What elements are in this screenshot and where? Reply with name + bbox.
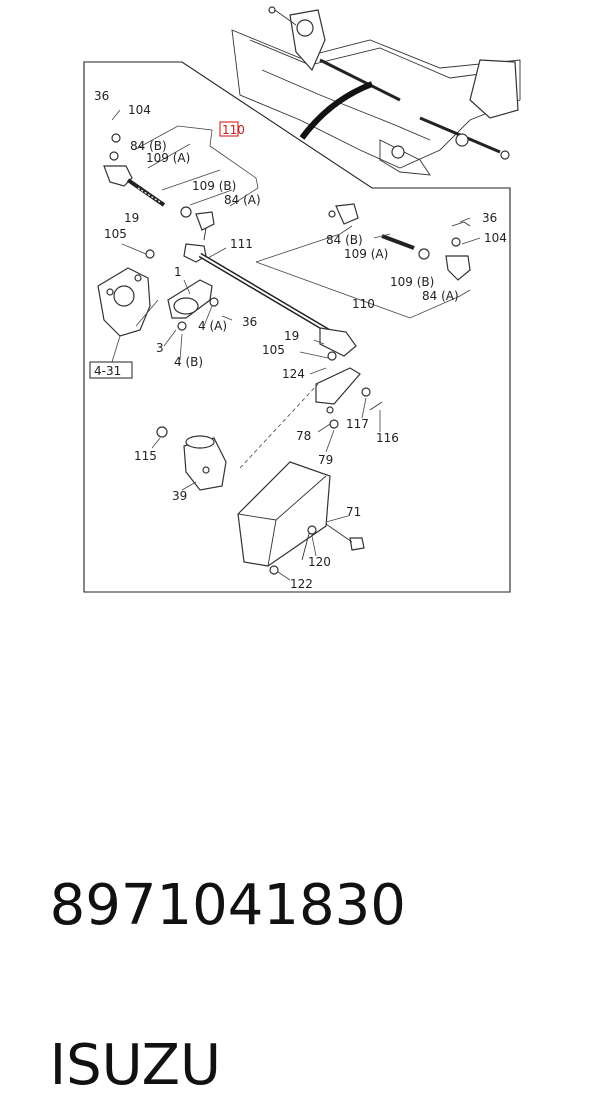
callout-labels: 36 104 84 (B) 109 (A) 110 109 (B) 84 (A)… (94, 89, 507, 591)
callout-36a: 36 (94, 89, 109, 103)
callout-36b: 36 (242, 315, 257, 329)
callout-116: 116 (376, 431, 399, 445)
callout-110-right: 110 (352, 297, 375, 311)
callout-115: 115 (134, 449, 157, 463)
callout-84b-left: 84 (B) (130, 139, 167, 153)
callout-109b-right: 109 (B) (390, 275, 434, 289)
brand-name: ISUZU (49, 1033, 222, 1098)
upper-left-callout-lines (133, 125, 259, 207)
callout-4b: 4 (B) (174, 355, 203, 369)
nut-104-left (111, 133, 121, 143)
relay-rod (239, 327, 383, 469)
callout-105b: 105 (262, 343, 285, 357)
callout-111: 111 (230, 237, 253, 251)
callout-109b-left: 109 (B) (192, 179, 236, 193)
callout-120: 120 (308, 555, 331, 569)
callout-84a-left: 84 (A) (224, 193, 261, 207)
callout-104b: 104 (484, 231, 507, 245)
callout-84b-right: 84 (B) (326, 233, 363, 247)
part-footer: 8971041830 ISUZU (14, 786, 594, 1098)
callout-110-highlight: 110 (222, 123, 245, 137)
tie-rod-right (255, 203, 471, 319)
callout-19b: 19 (284, 329, 299, 343)
callout-36c: 36 (482, 211, 497, 225)
callout-109a-left: 109 (A) (146, 151, 190, 165)
callout-104a: 104 (128, 103, 151, 117)
callout-117: 117 (346, 417, 369, 431)
parts-diagram: 36 104 84 (B) 109 (A) 110 109 (B) 84 (A)… (83, 6, 521, 593)
vehicle-chassis-sketch (231, 6, 521, 176)
tie-rod-left (103, 109, 215, 241)
reference-box-label: 4-31 (94, 364, 121, 378)
callout-122: 122 (290, 577, 313, 591)
callout-105a: 105 (104, 227, 127, 241)
callout-124: 124 (282, 367, 305, 381)
frame-member (237, 461, 365, 575)
callout-3: 3 (156, 341, 164, 355)
callout-71: 71 (346, 505, 361, 519)
bracket-39 (156, 426, 227, 491)
highlight-box-110 (219, 121, 239, 137)
callout-78: 78 (296, 429, 311, 443)
pitman-arm (145, 243, 332, 347)
callout-leaders (121, 217, 481, 581)
callout-39: 39 (172, 489, 187, 503)
callout-1: 1 (174, 265, 182, 279)
callout-109a-right: 109 (A) (344, 247, 388, 261)
callout-4a: 4 (A) (198, 319, 227, 333)
reference-box: 4-31 (89, 361, 133, 379)
callout-19a: 19 (124, 211, 139, 225)
callout-84a-right: 84 (A) (422, 289, 459, 303)
part-number: 8971041830 (49, 873, 406, 938)
diagram-frame (83, 61, 511, 593)
callout-79: 79 (318, 453, 333, 467)
steering-gearbox (97, 267, 159, 363)
